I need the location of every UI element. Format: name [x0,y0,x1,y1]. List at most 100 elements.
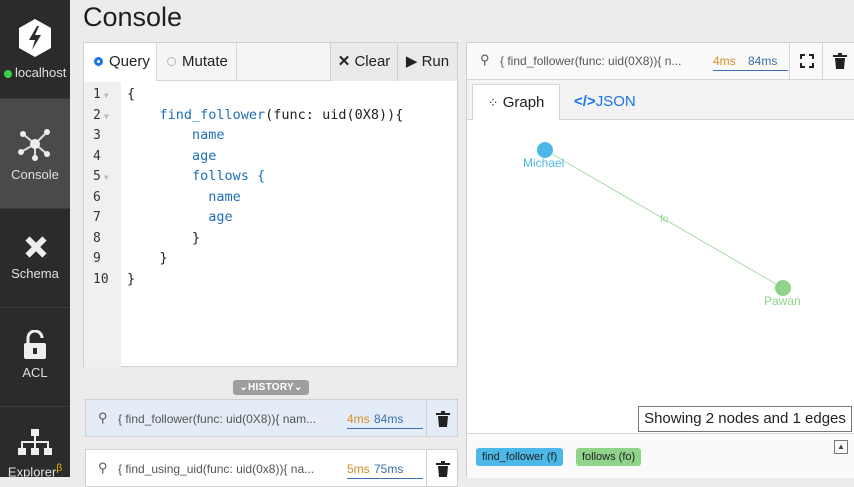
fold-icon[interactable]: ▼ [103,173,109,182]
beta-badge: β [56,463,63,474]
sidebar-item-acl[interactable]: ACL [0,308,70,406]
fold-icon[interactable]: ▼ [103,111,109,121]
edge-label: fo [660,214,669,225]
tab-json[interactable]: </>JSON [574,93,636,110]
line-number: 10 [93,271,109,287]
sidebar-item-label: Explorerβ [7,463,63,480]
search-icon: ⚲ [98,410,108,425]
sidebar-item-label: Schema [11,266,59,281]
history-item[interactable]: ⚲ { find_follower(func: uid(0X8)){ nam..… [85,399,458,437]
result-panel: ⚲ { find_follower(func: uid(0X8)){ n... … [466,42,854,478]
search-icon: ⚲ [480,52,490,67]
code-editor[interactable]: { find_follower(func: uid(0X8)){ name ag… [121,82,457,367]
sidebar-item-label: Console [11,167,59,182]
latency-underline [347,478,423,479]
code-line: } [127,270,136,287]
result-latency-total: 84ms [748,54,778,68]
line-number: 4 [93,148,101,164]
hierarchy-icon [18,429,52,455]
graph-canvas[interactable]: fo Michael Pawan [467,120,854,433]
history-query: { find_using_uid(func: uid(0x8)){ na... [118,462,315,476]
chevron-down-icon: ⌄ [239,382,248,393]
line-number: 5▼ [93,169,109,184]
legend-item[interactable]: find_follower (f) [476,448,564,466]
server-switcher[interactable]: localhost [0,0,70,98]
result-latency-server: 4ms [713,54,736,68]
legend-item[interactable]: follows (fo) [576,448,642,466]
chevron-down-icon: ⌄ [294,382,303,393]
graph-icon: ⁘ [487,95,499,110]
tab-query[interactable]: Query [84,43,157,81]
radio-icon [167,57,176,66]
sidebar: localhost Console Schema ACL Explorerβ [0,0,70,480]
line-number: 7 [93,210,101,225]
result-query: { find_follower(func: uid(0X8)){ n... [500,54,682,68]
page-title: Console [83,2,183,32]
history-toggle[interactable]: ⌄HISTORY⌄ [233,380,309,395]
result-tabs: ⁘ Graph </>JSON [467,80,854,120]
tab-graph[interactable]: ⁘ Graph [472,84,560,120]
latency-underline [713,70,788,71]
code-line: age [127,209,233,225]
sidebar-item-label: ACL [22,365,48,380]
code-line: { [127,86,136,102]
editor-toolbar: Query Mutate ✕ Clear ▶ Run [84,43,457,81]
line-gutter: 1▼ 2▼ 3 4 5▼ 6 7 8 9 10 [84,82,121,367]
history-latency-total: 75ms [374,462,404,476]
latency-underline [347,428,423,429]
pencil-ruler-icon [25,236,47,258]
sidebar-item-console[interactable]: Console [0,99,70,208]
clear-button[interactable]: ✕ Clear [330,43,397,81]
search-icon: ⚲ [98,460,108,475]
graph-nodes-icon [18,129,50,161]
line-number: 3 [93,128,101,143]
node-label: Pawan [764,294,801,308]
history-item[interactable]: ⚲ { find_using_uid(func: uid(0x8)){ na..… [85,449,458,487]
code-line: name [127,188,241,205]
trash-icon [436,461,450,477]
history-latency-total: 84ms [374,412,404,426]
radio-icon [94,57,103,66]
fullscreen-button[interactable] [789,43,822,79]
line-number: 8 [93,230,101,246]
graph-node-michael[interactable] [537,142,553,158]
dgraph-logo-icon [17,18,53,58]
caret-up-icon: ▲ [837,442,845,451]
delete-result-button[interactable] [822,43,854,79]
result-header: ⚲ { find_follower(func: uid(0X8)){ n... … [467,43,854,80]
history-query: { find_follower(func: uid(0X8)){ nam... [118,412,317,426]
line-number: 2▼ [93,107,109,123]
graph-summary: Showing 2 nodes and 1 edges [638,406,852,432]
code-line: name [127,127,225,143]
code-line: } [127,250,168,266]
graph-edge[interactable] [544,149,784,289]
history-latency-server: 5ms [347,462,370,476]
graph-legend: find_follower (f) follows (fo) ▲ [467,433,854,478]
server-status-dot [4,70,12,78]
expand-legend-button[interactable]: ▲ [834,440,848,454]
code-line: follows { [127,168,266,184]
delete-history-button[interactable] [426,400,458,436]
close-icon: ✕ [337,53,351,70]
delete-history-button[interactable] [426,450,458,486]
node-label: Michael [523,156,564,170]
sidebar-item-explorer[interactable]: Explorerβ [0,407,70,480]
code-icon: </> [574,93,596,110]
tab-mutate[interactable]: Mutate [157,43,237,81]
line-number: 6 [93,189,101,205]
server-label: localhost [15,65,67,80]
code-line: } [127,229,201,246]
trash-icon [436,411,450,427]
trash-icon [833,53,847,69]
fold-icon[interactable]: ▼ [103,91,109,100]
graph-node-pawan[interactable] [775,280,791,296]
run-button[interactable]: ▶ Run [397,43,457,81]
play-icon: ▶ [405,53,418,70]
line-number: 9 [93,251,101,266]
sidebar-item-schema[interactable]: Schema [0,209,70,307]
fullscreen-icon [800,54,814,68]
line-number: 1▼ [93,87,109,102]
unlock-icon [24,330,46,359]
history-latency-server: 4ms [347,412,370,426]
